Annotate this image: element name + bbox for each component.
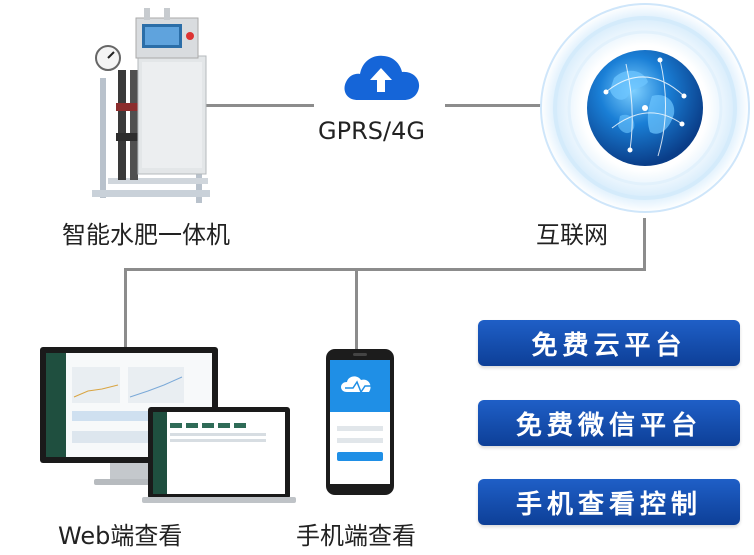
connector-to-mobile	[355, 268, 358, 350]
connector-machine-to-cloud	[200, 104, 314, 107]
connector-internet-down	[643, 218, 646, 270]
feature-mobile-view-control: 手机查看控制	[478, 479, 740, 525]
internet-label: 互联网	[536, 221, 608, 249]
connector-to-web	[124, 268, 127, 348]
mobile-phone-image	[326, 349, 394, 495]
feature-free-cloud-platform: 免费云平台	[478, 320, 740, 366]
cloud-upload-icon	[344, 55, 420, 100]
feature-free-wechat-platform: 免费微信平台	[478, 400, 740, 446]
globe-icon	[540, 3, 750, 213]
web-devices-image	[40, 347, 296, 503]
link-label: GPRS/4G	[318, 117, 425, 145]
mobile-label: 手机端查看	[296, 522, 416, 550]
machine-label: 智能水肥一体机	[62, 221, 230, 249]
connector-cloud-to-internet	[445, 104, 547, 107]
connector-horizontal-bus	[124, 268, 646, 271]
fertigation-machine-image	[92, 8, 210, 203]
web-label: Web端查看	[58, 522, 183, 550]
